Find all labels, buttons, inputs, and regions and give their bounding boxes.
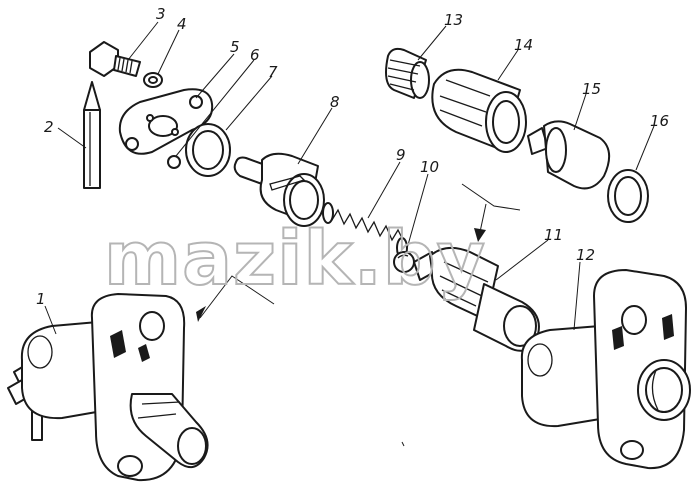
part-7-seal-ring: [185, 123, 231, 177]
callout-9: 9: [396, 146, 406, 164]
callout-3: 3: [156, 5, 166, 23]
callout-11: 11: [544, 226, 563, 244]
callout-12: 12: [576, 246, 595, 264]
callout-8: 8: [330, 93, 340, 111]
assembly-arrows: [196, 183, 521, 447]
part-2-pin: [83, 81, 101, 189]
part-6-ball: [167, 155, 181, 169]
part-3-bolt: [89, 41, 141, 77]
part-11-shuttle-valve: [413, 246, 540, 352]
callout-4: 4: [177, 15, 187, 33]
callout-16: 16: [650, 112, 669, 130]
callout-15: 15: [582, 80, 601, 98]
part-14-threaded-sleeve: [431, 68, 527, 153]
part-5-gasket-plate: [118, 88, 214, 155]
part-15-valve-plunger: [527, 120, 611, 190]
part-16-ring: [607, 169, 649, 223]
callout-14: 14: [514, 36, 533, 54]
part-4-washer: [143, 72, 163, 88]
part-8-valve-body: [233, 152, 325, 227]
callout-numbers: 1 2 3 4 5 6 7 8 9 10 11 12 13 14 15 16: [36, 5, 669, 308]
callout-7: 7: [268, 63, 278, 81]
callout-13: 13: [444, 11, 463, 29]
callout-10: 10: [420, 158, 439, 176]
part-9-spring: [322, 202, 408, 259]
watermark-text: mazik.by: [104, 216, 486, 302]
callout-5: 5: [230, 38, 240, 56]
part-13-cap-spring: [385, 47, 430, 99]
callout-6: 6: [250, 46, 260, 64]
leader-lines: [44, 21, 655, 335]
part-12-housing: [520, 269, 691, 470]
callout-1: 1: [36, 290, 46, 308]
part-1-housing: [7, 293, 209, 482]
callout-2: 2: [44, 118, 54, 136]
